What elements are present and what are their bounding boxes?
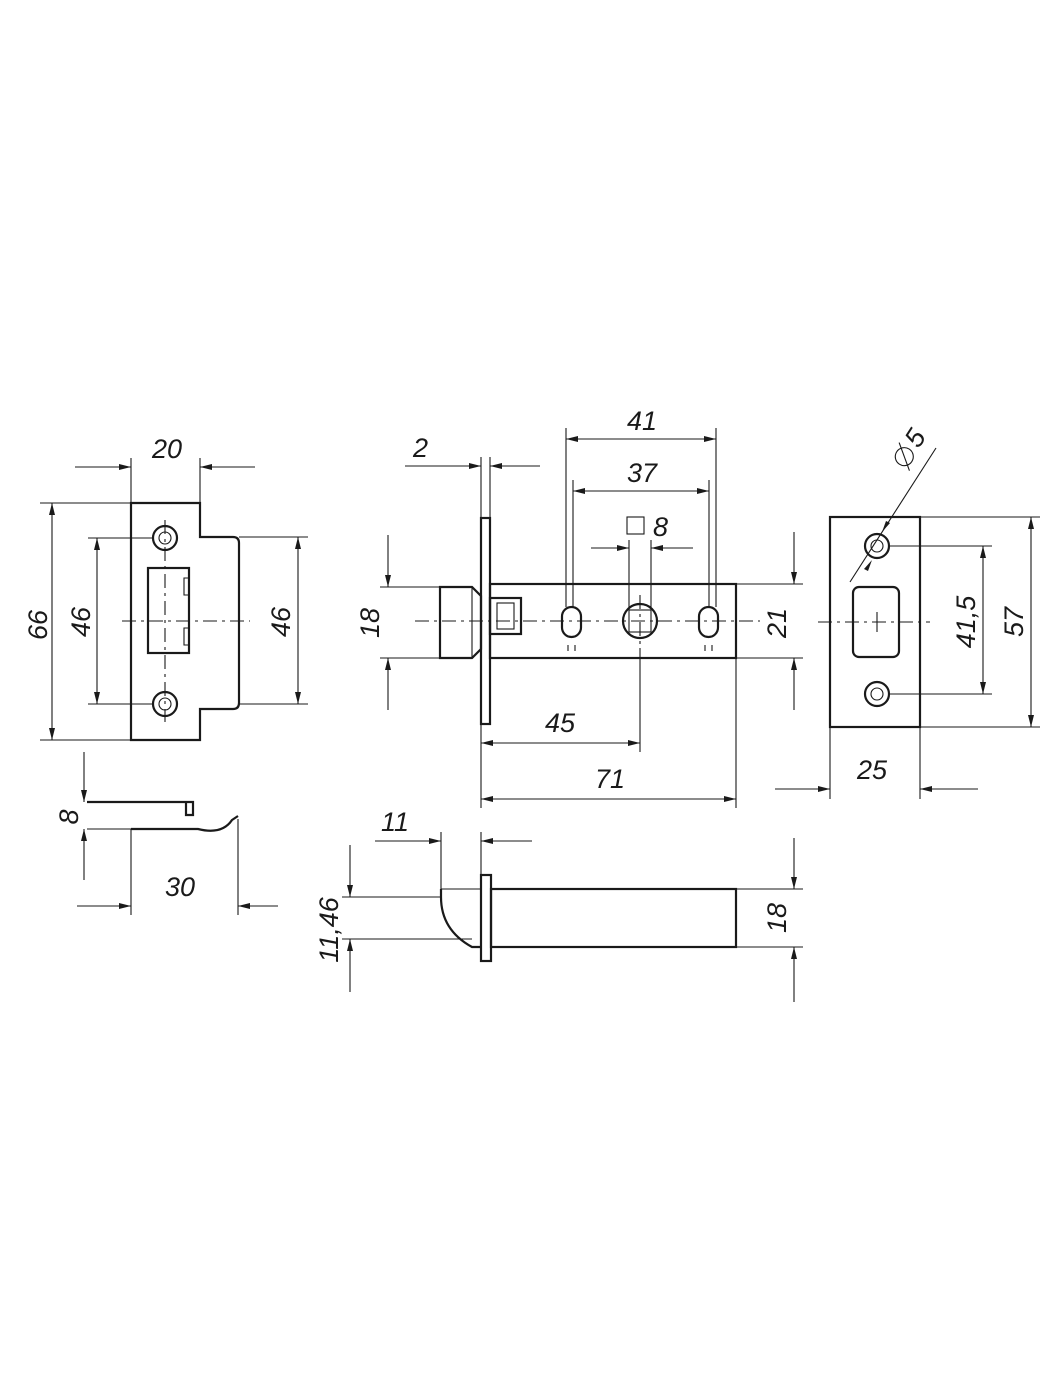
latch-top-view: [439, 873, 738, 963]
strike-plate-dimensions: 20 66 46 46: [23, 434, 308, 741]
dim-faceplate-holes: 41,5: [951, 595, 981, 649]
dim-plate-holes-right: 46: [266, 606, 296, 637]
strike-side-dimensions: 8 30: [54, 752, 278, 915]
dim-latch-offset: 11: [381, 807, 409, 837]
dim-plate-height: 66: [23, 609, 53, 640]
latch-top-dimensions: 11 11,46 18: [314, 807, 803, 1002]
dim-faceplate-width: 25: [856, 755, 888, 785]
dim-inner-holes: 37: [627, 458, 658, 488]
strike-plate-side: [87, 800, 239, 832]
dim-faceplate-thickness: 2: [412, 433, 428, 463]
dim-spindle: 8: [653, 512, 668, 542]
dim-backset: 45: [545, 708, 576, 738]
dim-side-length: 30: [165, 872, 195, 902]
strike-plate-front: [122, 501, 250, 742]
dim-plate-holes-left: 46: [66, 606, 96, 637]
dim-outer-holes: 41: [627, 406, 657, 436]
latch-body-side: [415, 516, 760, 726]
dim-faceplate-height: 57: [999, 606, 1029, 637]
latch-side-dimensions: 2 41 37 8 18 21 45: [355, 406, 803, 808]
faceplate-front: [818, 515, 930, 729]
dim-latch-height: 18: [762, 903, 792, 933]
dim-side-depth: 8: [54, 809, 84, 824]
faceplate-dimensions: 5 41,5 57 25: [775, 423, 1040, 799]
dim-latch-throw: 11,46: [314, 896, 344, 963]
dim-body-height: 21: [762, 608, 792, 639]
dim-plate-width: 20: [151, 434, 182, 464]
dim-total-length: 71: [595, 764, 625, 794]
dim-bolt-height: 18: [355, 608, 385, 638]
